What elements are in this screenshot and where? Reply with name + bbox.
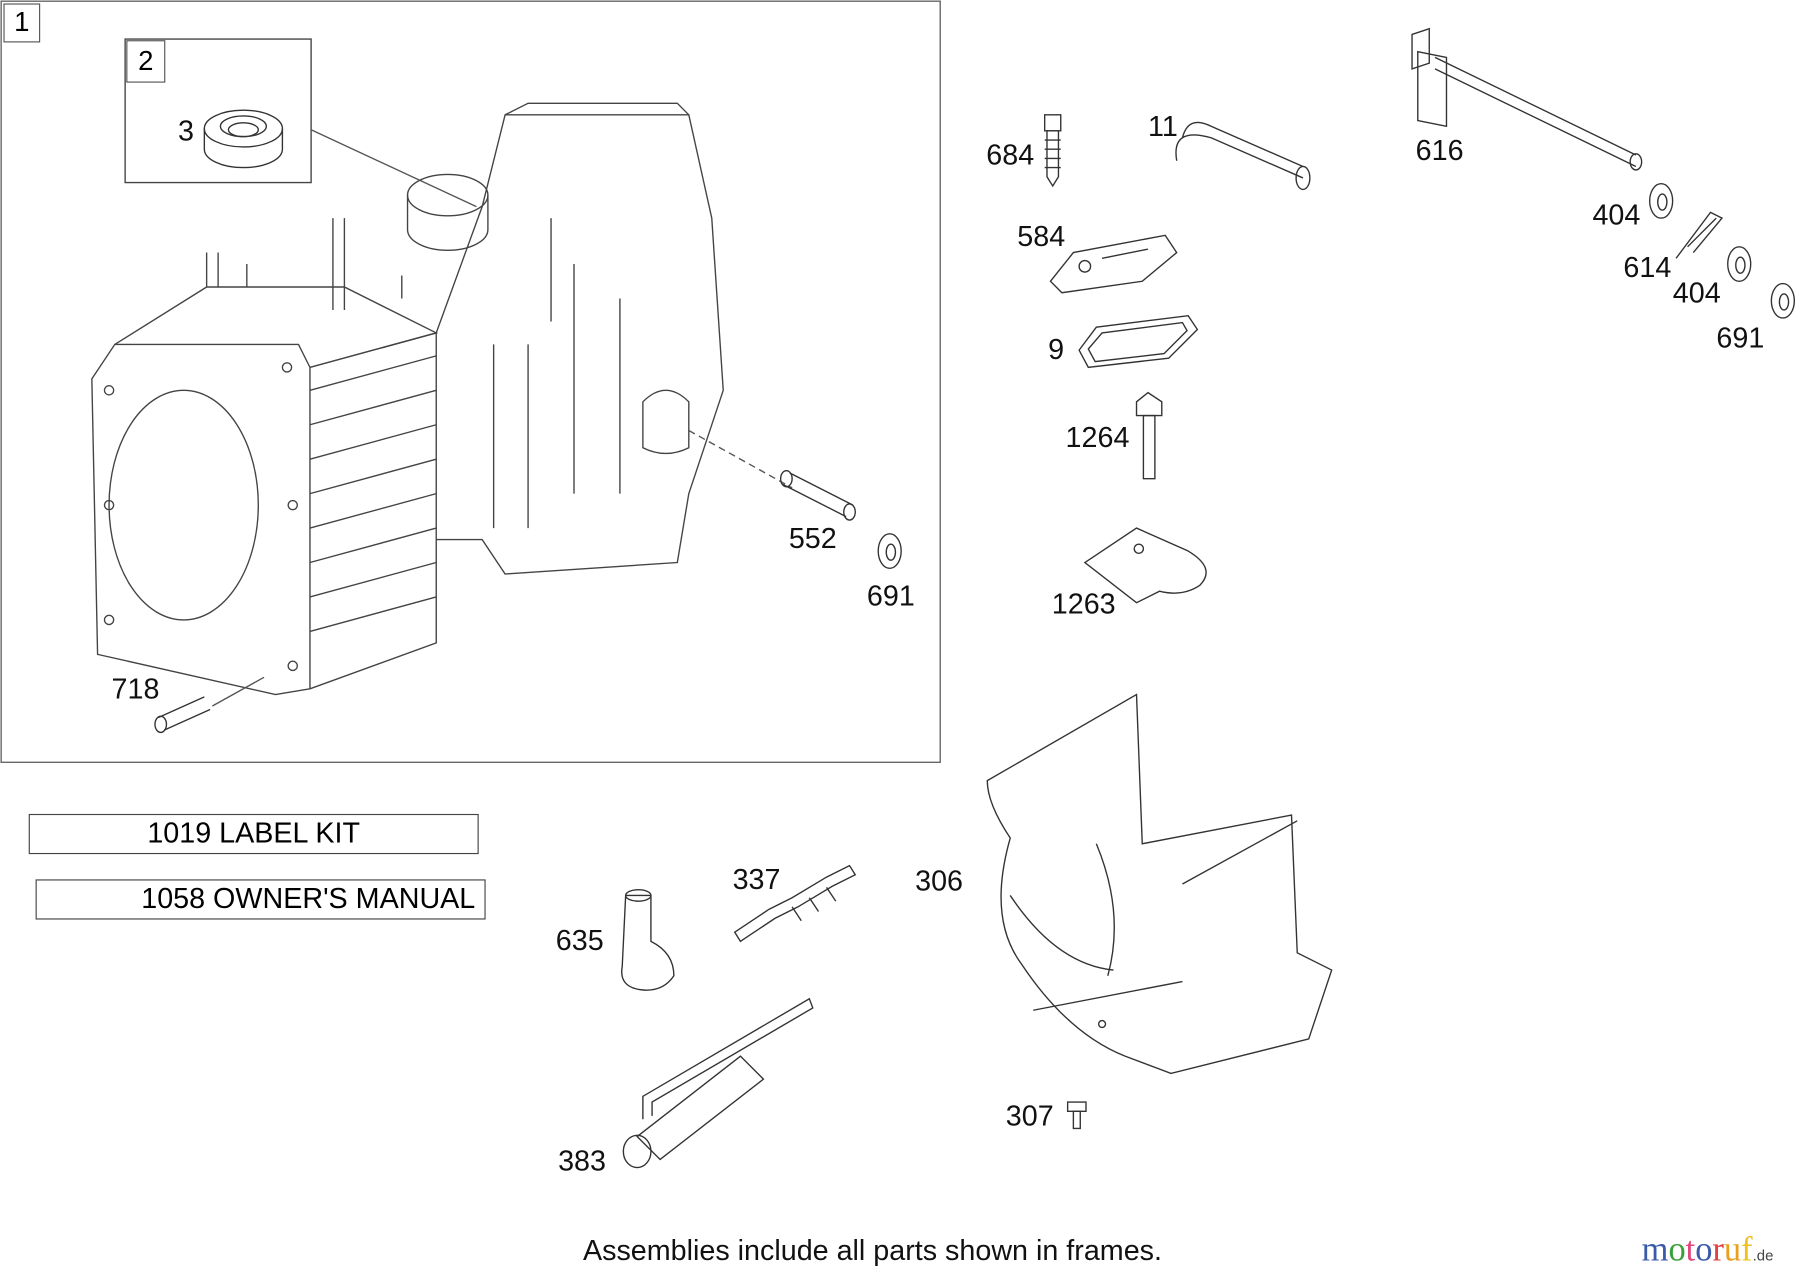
logo-letter: f — [1741, 1230, 1753, 1269]
bolt-part-1264 — [1137, 393, 1162, 479]
plate-part-1263 — [1085, 528, 1206, 603]
callout-691: 691 — [866, 580, 915, 613]
callout-1264: 1264 — [1065, 421, 1130, 455]
frame-tag-1: 1 — [3, 3, 41, 43]
logo-letter: o — [1695, 1230, 1713, 1269]
callout-718: 718 — [111, 673, 160, 706]
screw-part-684 — [1045, 115, 1061, 186]
breather-cover-part-584 — [1050, 235, 1176, 292]
callout-307: 307 — [1005, 1100, 1054, 1133]
frame-2-border — [125, 39, 311, 183]
logo-letter: m — [1641, 1230, 1669, 1269]
footer-note: Assemblies include all parts shown in fr… — [582, 1234, 1163, 1267]
owners-manual-box: 1058 OWNER'S MANUAL — [35, 879, 486, 920]
washer-part-404 — [1650, 184, 1673, 218]
frame-1-border — [1, 1, 940, 762]
callout-3: 3 — [177, 115, 194, 148]
callout-635: 635 — [555, 924, 604, 957]
dowel-pin-part-552 — [781, 471, 856, 520]
callout-11: 11 — [1148, 110, 1178, 143]
screw-part-307 — [1068, 1102, 1086, 1128]
callout-337: 337 — [732, 863, 781, 897]
logo-letter: o — [1668, 1230, 1686, 1269]
callout-614: 614 — [1623, 251, 1672, 285]
governor-shaft-part-616 — [1412, 29, 1642, 170]
gasket-part-9 — [1079, 316, 1197, 368]
washer-part-691 — [1771, 284, 1794, 318]
callout-684: 684 — [986, 139, 1035, 172]
callout-1263: 1263 — [1051, 588, 1116, 621]
callout-584: 584 — [1017, 220, 1066, 254]
frame-tag-2: 2 — [126, 40, 166, 83]
callout-404: 404 — [1672, 277, 1721, 310]
callout-383: 383 — [558, 1145, 606, 1178]
logo-letter: r — [1712, 1230, 1724, 1269]
cylinder-shroud-part-306 — [987, 695, 1331, 1074]
cylinder-block-part — [92, 103, 723, 694]
seal-part-3 — [204, 110, 282, 167]
washer-part-691 — [878, 534, 901, 568]
callout-616: 616 — [1415, 134, 1464, 168]
watermark-logo: motoruf.de — [1641, 1230, 1774, 1269]
spark-plug-boot-part-635 — [622, 890, 674, 990]
logo-letter: u — [1723, 1230, 1742, 1269]
callout-404: 404 — [1592, 199, 1641, 232]
dowel-pin-part-718 — [155, 677, 264, 732]
label-kit-box: 1019 LABEL KIT — [28, 813, 479, 855]
callout-552: 552 — [788, 522, 837, 556]
callout-691: 691 — [1716, 322, 1765, 355]
hitch-pin-part-614 — [1676, 212, 1722, 258]
logo-letter: t — [1685, 1230, 1696, 1269]
callout-306: 306 — [915, 865, 964, 898]
callout-9: 9 — [1048, 333, 1065, 366]
breather-tube-part-11 — [1176, 122, 1310, 189]
washer-part-404 — [1728, 247, 1751, 281]
spark-plug-wrench-part-383 — [623, 999, 812, 1168]
spark-plug-part-337 — [735, 866, 856, 942]
